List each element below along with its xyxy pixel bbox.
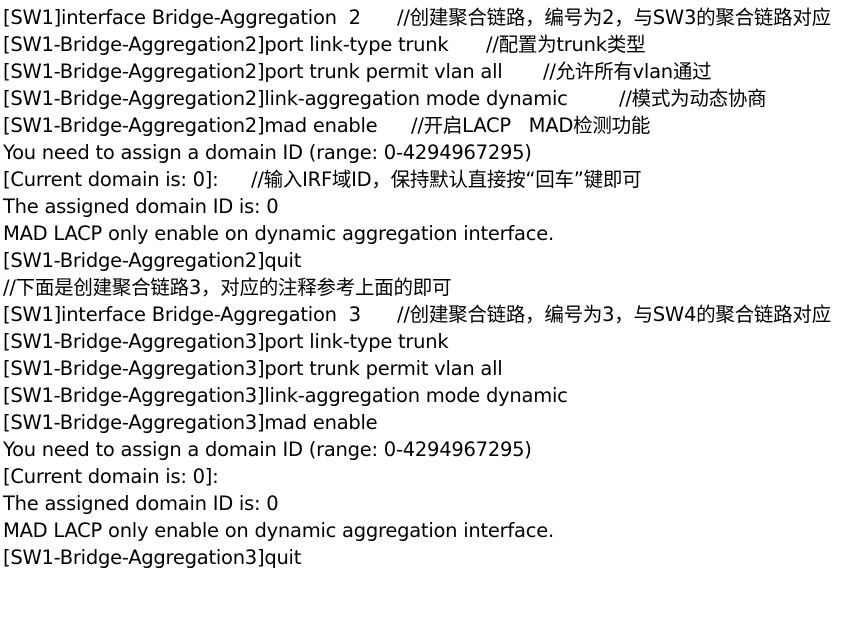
command-text: [SW1-Bridge-Aggregation2]link-aggregatio… xyxy=(3,87,568,110)
terminal-line: [SW1-Bridge-Aggregation3]port trunk perm… xyxy=(0,355,855,382)
terminal-line: MAD LACP only enable on dynamic aggregat… xyxy=(0,220,855,247)
comment-text: //配置为trunk类型 xyxy=(486,33,646,56)
terminal-line: [SW1-Bridge-Aggregation2]port trunk perm… xyxy=(0,58,855,85)
terminal-line: [SW1-Bridge-Aggregation2]mad enable //开启… xyxy=(0,112,855,139)
terminal-line: [SW1-Bridge-Aggregation3]port link-type … xyxy=(0,328,855,355)
command-text: MAD LACP only enable on dynamic aggregat… xyxy=(3,519,554,542)
comment-text: //创建聚合链路，编号为3，与SW4的聚合链路对应 xyxy=(397,303,831,326)
command-text: MAD LACP only enable on dynamic aggregat… xyxy=(3,222,554,245)
command-text: [SW1-Bridge-Aggregation3]mad enable xyxy=(3,411,378,434)
comment-text: //创建聚合链路，编号为2，与SW3的聚合链路对应 xyxy=(397,6,831,29)
terminal-line: [SW1-Bridge-Aggregation3]quit xyxy=(0,544,855,571)
terminal-line: You need to assign a domain ID (range: 0… xyxy=(0,139,855,166)
terminal-line: The assigned domain ID is: 0 xyxy=(0,490,855,517)
comment-text: //输入IRF域ID，保持默认直接按“回车”键即可 xyxy=(251,168,642,191)
command-text: [SW1-Bridge-Aggregation2]mad enable xyxy=(3,114,378,137)
comment-text: //下面是创建聚合链路3，对应的注释参考上面的即可 xyxy=(3,276,452,299)
command-text: [SW1-Bridge-Aggregation2]port link-type … xyxy=(3,33,449,56)
comment-text: //开启LACP MAD检测功能 xyxy=(411,114,651,137)
terminal-line: The assigned domain ID is: 0 xyxy=(0,193,855,220)
terminal-line: [SW1]interface Bridge-Aggregation 2 //创建… xyxy=(0,4,855,31)
command-text: [SW1-Bridge-Aggregation2]port trunk perm… xyxy=(3,60,503,83)
terminal-line: MAD LACP only enable on dynamic aggregat… xyxy=(0,517,855,544)
terminal-line: [Current domain is: 0]: xyxy=(0,463,855,490)
terminal-line: You need to assign a domain ID (range: 0… xyxy=(0,436,855,463)
comment-text: //模式为动态协商 xyxy=(619,87,767,110)
command-text: [SW1-Bridge-Aggregation3]quit xyxy=(3,546,302,569)
terminal-line: [SW1-Bridge-Aggregation2]link-aggregatio… xyxy=(0,85,855,112)
command-text: [SW1]interface Bridge-Aggregation 3 xyxy=(3,303,361,326)
command-text: [SW1-Bridge-Aggregation3]port link-type … xyxy=(3,330,449,353)
command-text: [SW1-Bridge-Aggregation2]quit xyxy=(3,249,302,272)
comment-text: //允许所有vlan通过 xyxy=(543,60,712,83)
command-text: The assigned domain ID is: 0 xyxy=(3,492,279,515)
terminal-line: //下面是创建聚合链路3，对应的注释参考上面的即可 xyxy=(0,274,855,301)
command-text: [SW1-Bridge-Aggregation3]link-aggregatio… xyxy=(3,384,568,407)
terminal-line: [SW1-Bridge-Aggregation3]mad enable xyxy=(0,409,855,436)
terminal-line: [SW1-Bridge-Aggregation3]link-aggregatio… xyxy=(0,382,855,409)
terminal-line: [SW1]interface Bridge-Aggregation 3 //创建… xyxy=(0,301,855,328)
terminal-output: [SW1]interface Bridge-Aggregation 2 //创建… xyxy=(0,4,855,571)
command-text: You need to assign a domain ID (range: 0… xyxy=(3,438,532,461)
terminal-line: [Current domain is: 0]: //输入IRF域ID，保持默认直… xyxy=(0,166,855,193)
command-text: You need to assign a domain ID (range: 0… xyxy=(3,141,532,164)
command-text: [SW1-Bridge-Aggregation3]port trunk perm… xyxy=(3,357,503,380)
command-text: [SW1]interface Bridge-Aggregation 2 xyxy=(3,6,361,29)
command-text: The assigned domain ID is: 0 xyxy=(3,195,279,218)
terminal-line: [SW1-Bridge-Aggregation2]port link-type … xyxy=(0,31,855,58)
terminal-line: [SW1-Bridge-Aggregation2]quit xyxy=(0,247,855,274)
command-text: [Current domain is: 0]: xyxy=(3,465,219,488)
command-text: [Current domain is: 0]: xyxy=(3,168,219,191)
